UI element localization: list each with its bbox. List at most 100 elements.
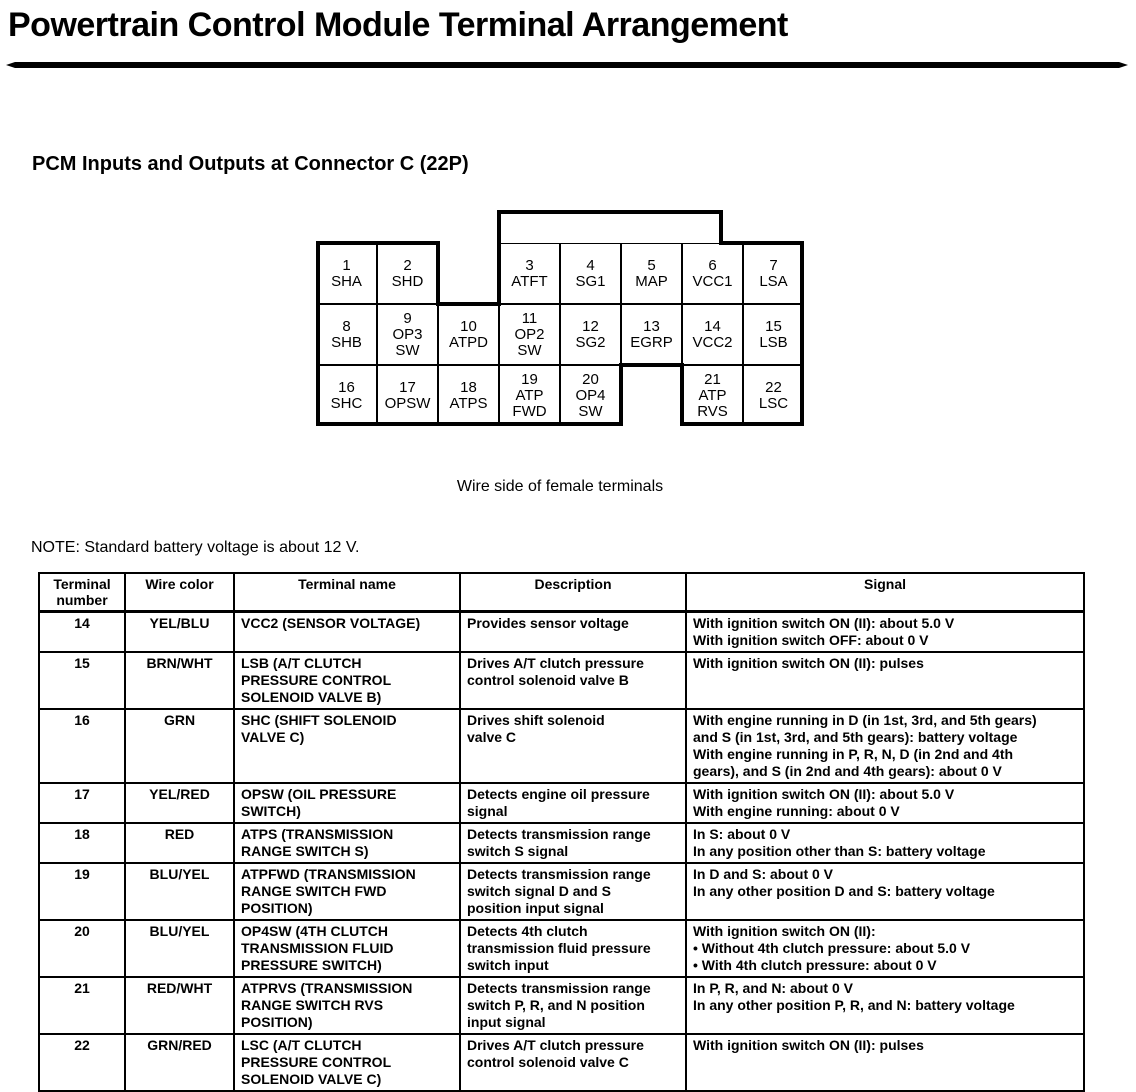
note-text: NOTE: Standard battery voltage is about … bbox=[31, 539, 360, 556]
pin-label: ATPD bbox=[449, 333, 488, 351]
cell-terminal-name: SHC (SHIFT SOLENOID VALVE C) bbox=[233, 708, 461, 784]
connector-outline bbox=[436, 241, 440, 305]
pin-number: 11 bbox=[521, 309, 538, 327]
cell-terminal-name: VCC2 (SENSOR VOLTAGE) bbox=[233, 610, 461, 653]
cell-terminal-number: 21 bbox=[38, 976, 126, 1035]
pin-number: 16 bbox=[338, 378, 355, 396]
connector-outline bbox=[682, 422, 804, 426]
table-header-row: Terminal number Wire color Terminal name… bbox=[38, 572, 1085, 613]
cell-terminal-name: ATPRVS (TRANSMISSION RANGE SWITCH RVS PO… bbox=[233, 976, 461, 1035]
pin-label: SHA bbox=[331, 272, 362, 290]
cell-terminal-name: OPSW (OIL PRESSURE SWITCH) bbox=[233, 782, 461, 824]
connector-outline bbox=[497, 210, 501, 306]
pin-label: ATFT bbox=[511, 272, 548, 290]
cell-signal: With ignition switch ON (II): about 5.0 … bbox=[685, 610, 1085, 653]
pin-label: OP3 SW bbox=[392, 325, 423, 359]
cell-signal: With engine running in D (in 1st, 3rd, a… bbox=[685, 708, 1085, 784]
pin-label: SG1 bbox=[575, 272, 606, 290]
connector-outline bbox=[619, 363, 623, 426]
pin-label: ATP FWD bbox=[512, 386, 547, 420]
cell-terminal-name: ATPS (TRANSMISSION RANGE SWITCH S) bbox=[233, 822, 461, 864]
pin-number: 14 bbox=[704, 317, 721, 335]
connector-outline bbox=[316, 241, 440, 245]
cell-terminal-name: ATPFWD (TRANSMISSION RANGE SWITCH FWD PO… bbox=[233, 862, 461, 921]
pin-number: 15 bbox=[765, 317, 782, 335]
pin-number: 2 bbox=[403, 256, 412, 274]
pin-label: SG2 bbox=[575, 333, 606, 351]
pin-label: OP4 SW bbox=[575, 386, 606, 420]
column-header-terminal-number: Terminal number bbox=[38, 572, 126, 613]
cell-terminal-name: LSB (A/T CLUTCH PRESSURE CONTROL SOLENOI… bbox=[233, 651, 461, 710]
section-heading: PCM Inputs and Outputs at Connector C (2… bbox=[32, 153, 469, 175]
pin-number: 8 bbox=[342, 317, 351, 335]
pin-label: VCC1 bbox=[692, 272, 733, 290]
cell-signal: In D and S: about 0 V In any other posit… bbox=[685, 862, 1085, 921]
pin-label: OPSW bbox=[384, 394, 431, 412]
table-row: 15 BRN/WHT LSB (A/T CLUTCH PRESSURE CONT… bbox=[38, 651, 1085, 710]
terminals-table: Terminal number Wire color Terminal name… bbox=[38, 572, 1085, 1092]
connector-outline bbox=[800, 241, 804, 426]
pin-label: OP2 SW bbox=[514, 325, 545, 359]
connector-tab bbox=[499, 210, 721, 214]
pin-number: 3 bbox=[525, 256, 534, 274]
pin-number: 17 bbox=[399, 378, 416, 396]
column-header-wire-color: Wire color bbox=[124, 572, 235, 613]
column-header-description: Description bbox=[459, 572, 687, 613]
cell-description: Detects transmission range switch P, R, … bbox=[459, 976, 687, 1035]
cell-signal: In S: about 0 V In any position other th… bbox=[685, 822, 1085, 864]
cell-description: Detects transmission range switch S sign… bbox=[459, 822, 687, 864]
connector-outline bbox=[436, 302, 501, 306]
pin-number: 9 bbox=[403, 309, 412, 327]
pin-label: ATP RVS bbox=[697, 386, 728, 420]
cell-terminal-number: 20 bbox=[38, 919, 126, 978]
column-header-signal: Signal bbox=[685, 572, 1085, 613]
connector-outline bbox=[721, 241, 804, 245]
cell-description: Provides sensor voltage bbox=[459, 610, 687, 653]
cell-terminal-number: 14 bbox=[38, 610, 126, 653]
table-row: 14 YEL/BLU VCC2 (SENSOR VOLTAGE) Provide… bbox=[38, 610, 1085, 653]
table-row: 20 BLU/YEL OP4SW (4TH CLUTCH TRANSMISSIO… bbox=[38, 919, 1085, 978]
pin-number: 4 bbox=[586, 256, 595, 274]
pin-number: 21 bbox=[704, 370, 721, 388]
pin-label: ATPS bbox=[449, 394, 488, 412]
pin-label: LSA bbox=[759, 272, 788, 290]
cell-terminal-number: 19 bbox=[38, 862, 126, 921]
cell-description: Detects engine oil pressure signal bbox=[459, 782, 687, 824]
pin-label: SHB bbox=[331, 333, 362, 351]
page-title: Powertrain Control Module Terminal Arran… bbox=[8, 6, 788, 44]
cell-wire-color: YEL/BLU bbox=[124, 610, 235, 653]
cell-description: Drives shift solenoid valve C bbox=[459, 708, 687, 784]
pin-label: VCC2 bbox=[692, 333, 733, 351]
pin-label: MAP bbox=[635, 272, 668, 290]
cell-signal: With ignition switch ON (II): about 5.0 … bbox=[685, 782, 1085, 824]
pin-number: 20 bbox=[582, 370, 599, 388]
cell-description: Drives A/T clutch pressure control solen… bbox=[459, 1033, 687, 1092]
cell-terminal-name: OP4SW (4TH CLUTCH TRANSMISSION FLUID PRE… bbox=[233, 919, 461, 978]
pin-number: 10 bbox=[460, 317, 477, 335]
pin-label: SHD bbox=[391, 272, 424, 290]
table-row: 18 RED ATPS (TRANSMISSION RANGE SWITCH S… bbox=[38, 822, 1085, 864]
pin-label: LSB bbox=[759, 333, 788, 351]
table-row: 19 BLU/YEL ATPFWD (TRANSMISSION RANGE SW… bbox=[38, 862, 1085, 921]
cell-terminal-number: 22 bbox=[38, 1033, 126, 1092]
pin-number: 18 bbox=[460, 378, 477, 396]
pin-number: 22 bbox=[765, 378, 782, 396]
pin-label: SHC bbox=[330, 394, 363, 412]
table-row: 22 GRN/RED LSC (A/T CLUTCH PRESSURE CONT… bbox=[38, 1033, 1085, 1092]
pin-number: 19 bbox=[521, 370, 538, 388]
